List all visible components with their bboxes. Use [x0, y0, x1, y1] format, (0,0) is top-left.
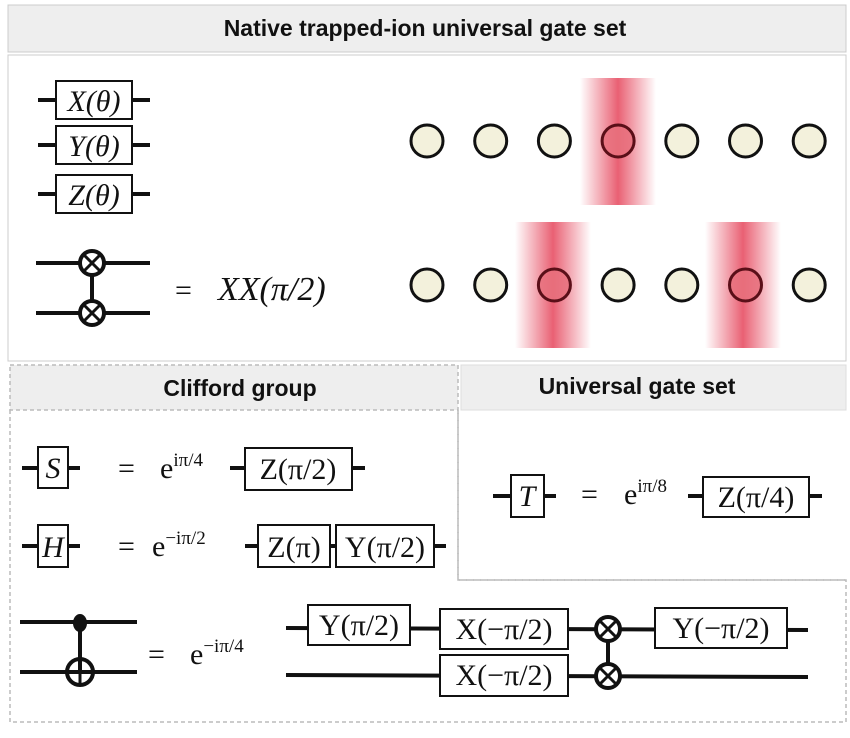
t-gate-label: T — [519, 480, 538, 513]
h-gate-row: H = e−iπ/2 Z(π) Y(π/2) — [22, 524, 446, 568]
universal-panel-border — [457, 410, 846, 581]
phase-base: e — [160, 452, 173, 485]
s-gate-label: S — [46, 452, 61, 485]
universal-title: Universal gate set — [539, 373, 736, 399]
ion-chain-single — [409, 78, 827, 205]
gate-label: X(θ) — [66, 85, 120, 118]
phase-base: e — [152, 530, 165, 563]
equals-sign: = — [118, 452, 135, 485]
ion-illuminated — [728, 267, 763, 303]
ion — [409, 123, 445, 159]
control-dot — [73, 614, 87, 632]
gate-label: X(−π/2) — [455, 659, 552, 692]
equals-sign: = — [175, 274, 192, 307]
gate-label: Z(π/2) — [260, 453, 337, 486]
xx-top-icon — [594, 615, 622, 643]
clifford-title: Clifford group — [163, 375, 316, 401]
ion — [473, 267, 509, 303]
gate-label: Z(π) — [267, 531, 320, 564]
ion — [409, 267, 445, 303]
equals-sign: = — [118, 530, 135, 563]
svg-text:e−iπ/4: e−iπ/4 — [190, 636, 244, 671]
title: Native trapped-ion universal gate set — [224, 15, 627, 41]
t-gate-row: T = eiπ/8 Z(π/4) — [493, 474, 822, 518]
ion — [728, 123, 763, 159]
single-qubit-gates: X(θ) Y(θ) Z(θ) — [38, 80, 150, 214]
gate-label: Z(π/4) — [718, 481, 795, 514]
gate-z-theta: Z(θ) — [38, 174, 150, 214]
gate-label: X(−π/2) — [455, 613, 552, 646]
clifford-header: Clifford group — [9, 364, 459, 411]
ion — [664, 123, 700, 159]
phase-exponent: iπ/8 — [637, 476, 667, 497]
ion-chain-pair — [409, 222, 827, 348]
ion — [536, 123, 572, 159]
phase-exponent: −iπ/4 — [203, 636, 244, 657]
equals-sign: = — [148, 638, 165, 671]
svg-text:e−iπ/2: e−iπ/2 — [152, 528, 206, 563]
xx-gate-symbol — [36, 249, 150, 327]
clifford-panel-border — [9, 410, 847, 723]
gate-label: Y(π/2) — [319, 609, 399, 642]
gate-y-theta: Y(θ) — [38, 125, 150, 165]
svg-text:eiπ/8: eiπ/8 — [624, 476, 667, 511]
phase-base: e — [624, 478, 637, 511]
ion — [791, 267, 827, 303]
xx-bottom-icon — [594, 662, 622, 690]
ion — [791, 123, 827, 159]
gate-label: Z(θ) — [68, 179, 119, 212]
phase-exponent: −iπ/2 — [165, 528, 205, 549]
ion — [473, 123, 509, 159]
gate-x-theta: X(θ) — [38, 80, 150, 120]
gate-label: Y(−π/2) — [672, 612, 769, 645]
cnot-decomposition: Y(π/2) X(−π/2) X(−π/2) Y(−π/2) — [285, 604, 809, 697]
equals-sign: = — [581, 478, 598, 511]
ion-illuminated — [600, 123, 636, 159]
svg-text:eiπ/4: eiπ/4 — [160, 450, 203, 485]
title-bar: Native trapped-ion universal gate set — [7, 4, 847, 53]
ion — [600, 267, 636, 303]
phase-base: e — [190, 638, 203, 671]
cnot-symbol — [20, 614, 137, 687]
s-gate-row: S = eiπ/4 Z(π/2) — [22, 446, 365, 491]
ion — [664, 267, 700, 303]
xx-label: XX(π/2) — [216, 271, 326, 308]
gate-label: Y(θ) — [68, 130, 119, 163]
universal-header: Universal gate set — [460, 364, 847, 411]
phase-exponent: iπ/4 — [173, 450, 203, 471]
h-gate-label: H — [41, 531, 66, 564]
ion-illuminated — [536, 267, 572, 303]
gate-label: Y(π/2) — [345, 531, 425, 564]
